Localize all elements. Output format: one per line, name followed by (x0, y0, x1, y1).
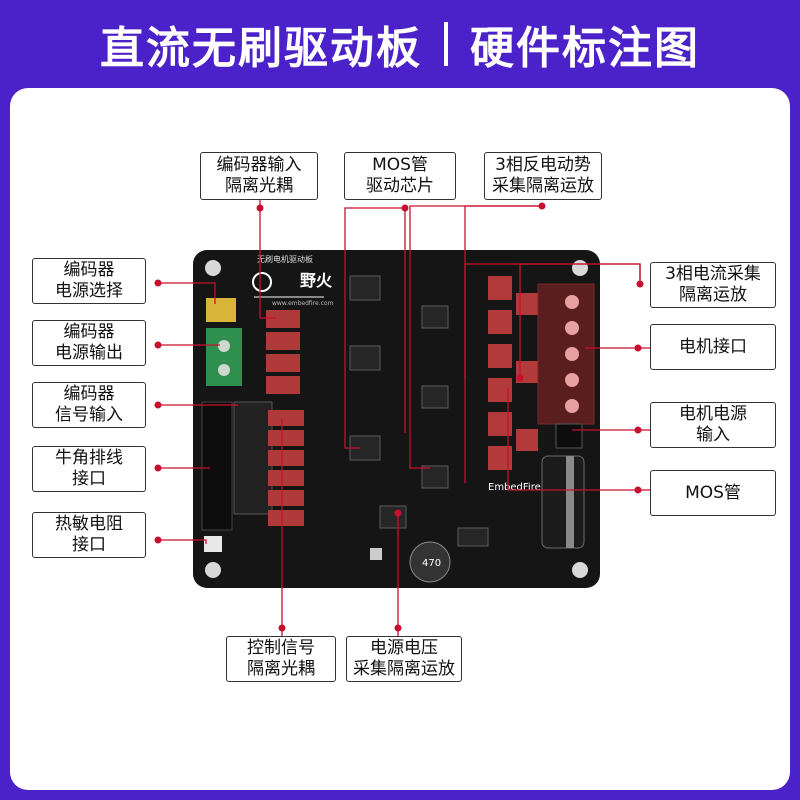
label-encoder-signal-input: 编码器 信号输入 (32, 382, 146, 428)
title-separator (444, 22, 448, 66)
electrolytic-capacitor (541, 455, 585, 549)
mosfet-array (488, 276, 538, 470)
box-header-connector (201, 401, 233, 531)
leader-endpoints (154, 202, 644, 632)
leader-bemf-b (464, 205, 542, 483)
label-encoder-power-select: 编码器 电源选择 (32, 258, 146, 304)
leader-encoder-power-select (158, 282, 216, 304)
motor-terminal-screws (565, 295, 579, 413)
mount-hole-bottom-right (572, 562, 588, 578)
power-inductor (409, 541, 451, 583)
inductor-marking: 470 (422, 558, 441, 569)
leader-encoder-optocoupler (259, 200, 276, 319)
label-thermistor-port: 热敏电阻 接口 (32, 512, 146, 558)
leader-current-sense-b (519, 263, 641, 378)
product-silk: 无刷电机驱动板 (257, 254, 313, 264)
leader-thermistor (158, 539, 207, 544)
label-control-signal-optocoupler: 控制信号 隔离光耦 (226, 636, 336, 682)
title-right: 硬件标注图 (470, 23, 700, 74)
label-motor-power-input: 电机电源 输入 (650, 402, 776, 448)
mount-hole-bottom-left (205, 562, 221, 578)
site-silk: www.embedfire.com (272, 300, 334, 307)
label-motor-port: 电机接口 (650, 324, 776, 370)
motor-power-connector (555, 423, 583, 449)
page-title: 直流无刷驱动板 硬件标注图 (0, 0, 800, 88)
label-encoder-power-output: 编码器 电源输出 (32, 320, 146, 366)
label-bemf-sense-opamp: 3相反电动势 采集隔离运放 (484, 152, 602, 200)
brand-text: 野火 (300, 271, 333, 290)
title-left: 直流无刷驱动板 (100, 23, 422, 74)
label-mos-tube: MOS管 (650, 470, 776, 516)
encoder-power-jumper (206, 298, 236, 322)
voltage-regulator (457, 527, 489, 547)
annotation-canvas: 野火 无刷电机驱动板 www.embedfire.com (10, 88, 790, 790)
brand-logo (252, 272, 324, 298)
thermistor-connector (204, 536, 222, 552)
label-mos-driver-chip: MOS管 驱动芯片 (344, 152, 456, 200)
mos-driver-chips (349, 275, 381, 461)
embedfire-silk: EmbedFire (488, 482, 541, 493)
label-current-sense-opamp: 3相电流采集 隔离运放 (650, 262, 776, 308)
encoder-signal-header (233, 401, 273, 515)
small-component (370, 548, 382, 560)
encoder-power-terminal (206, 328, 242, 386)
leader-mos-driver-a (344, 207, 405, 449)
label-encoder-input-optocoupler: 编码器输入 隔离光耦 (200, 152, 318, 200)
label-box-header: 牛角排线 接口 (32, 446, 146, 492)
leader-mos (507, 388, 651, 491)
leader-lines (158, 200, 651, 636)
pcb-illustration: 野火 无刷电机驱动板 www.embedfire.com (154, 200, 651, 636)
encoder-optocoupler-group (266, 310, 300, 394)
control-optocoupler-group (268, 410, 304, 526)
mount-hole-top-right (572, 260, 588, 276)
mount-hole-top-left (205, 260, 221, 276)
label-voltage-sense-opamp: 电源电压 采集隔离运放 (346, 636, 462, 682)
